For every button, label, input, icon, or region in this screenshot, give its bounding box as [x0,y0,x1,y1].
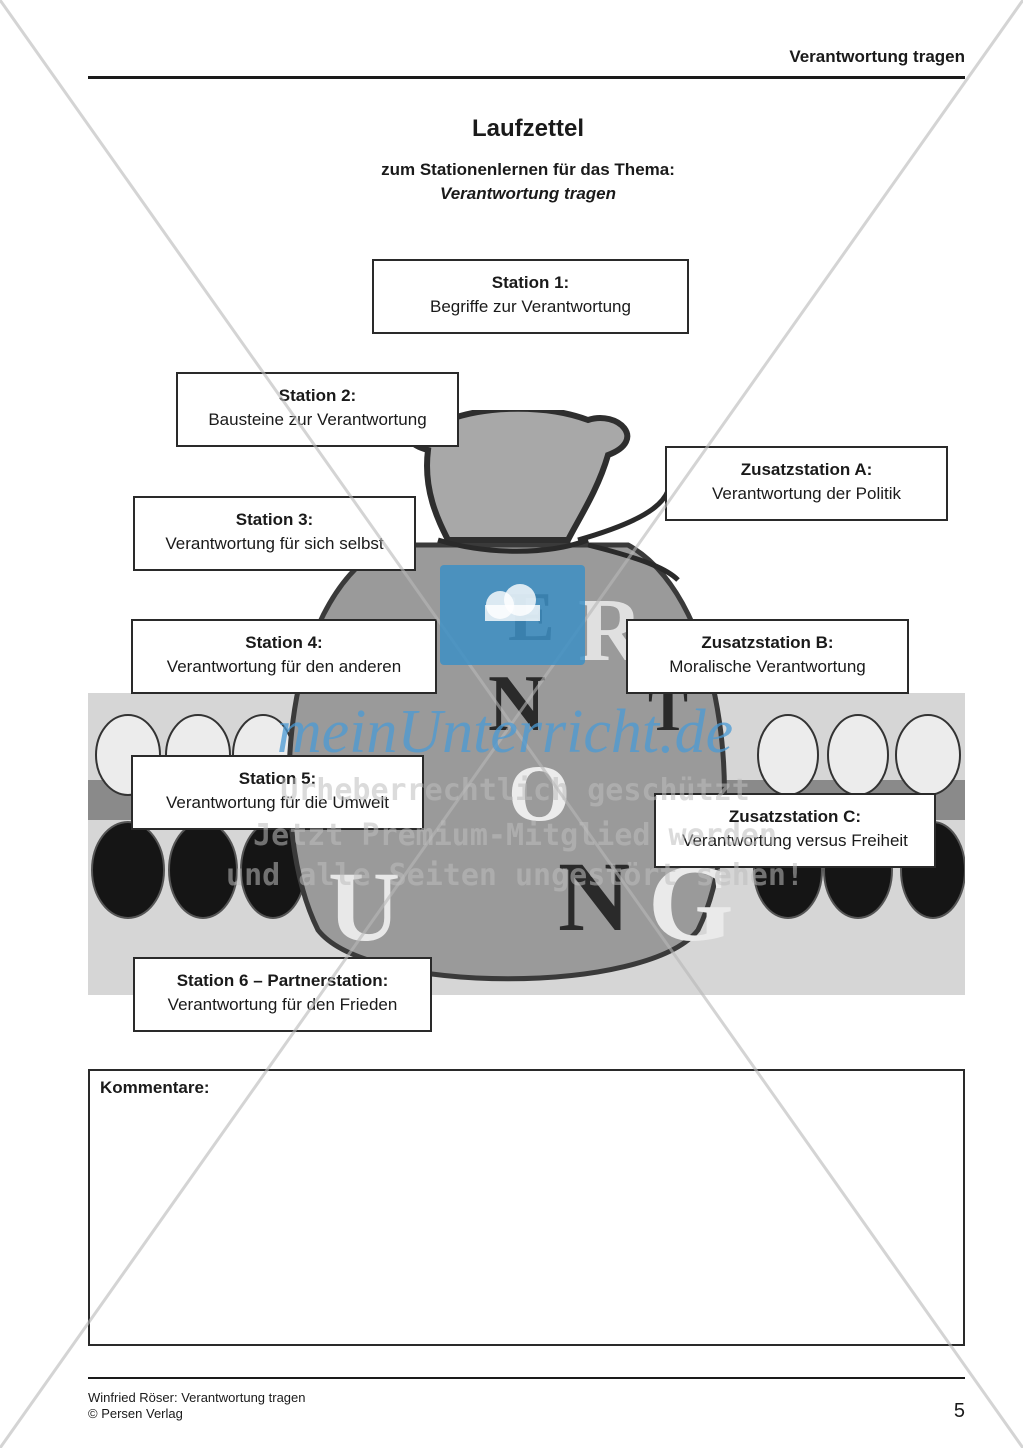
page-number: 5 [953,1400,965,1422]
svg-text:N: N [488,660,546,748]
station-title: Zusatzstation B: [701,633,834,652]
dark-sacks-left [91,821,306,919]
small-sacks-right [757,714,961,796]
footer-publisher: © Persen Verlag [88,1406,183,1421]
svg-text:U: U [328,851,400,962]
station-description: Bausteine zur Verantwortung [208,410,427,429]
svg-text:O: O [508,750,570,838]
station-3-box: Station 3: Verantwortung für sich selbst [133,496,416,571]
station-description: Verantwortung der Politik [712,484,901,503]
station-title: Zusatzstation A: [740,460,873,479]
station-5-box: Station 5: Verantwortung für die Umwelt [131,755,424,830]
station-4-box: Station 4: Verantwortung für den anderen [131,619,437,694]
svg-text:E: E [508,579,555,656]
header-rule [88,76,965,79]
station-2-box: Station 2: Bausteine zur Verantwortung [176,372,459,447]
station-title: Station 2: [278,386,357,405]
zusatzstation-c-box: Zusatzstation C: Verantwortung versus Fr… [654,793,936,868]
station-title: Station 1: [491,273,570,292]
station-description: Verantwortung für die Umwelt [166,793,389,812]
page-title: Laufzettel [471,115,584,142]
station-description: Moralische Verantwortung [669,657,866,676]
station-title: Station 5: [238,769,317,788]
station-title: Station 3: [235,510,314,529]
station-title: Station 6 – Partnerstation: [176,971,389,990]
station-description: Verantwortung für sich selbst [165,534,384,553]
station-title: Station 4: [245,633,323,652]
footer-credits: Winfried Röser: Verantwortung tragen © P… [88,1390,306,1422]
zusatzstation-a-box: Zusatzstation A: Verantwortung der Polit… [665,446,948,521]
svg-text:N: N [558,841,630,952]
running-header: Verantwortung tragen [789,47,965,66]
station-description: Verantwortung für den anderen [166,657,402,676]
station-description: Verantwortung für den Frieden [167,995,398,1014]
page-subtitle: zum Stationenlernen für das Thema: [381,160,675,179]
station-6-box: Station 6 – Partnerstation: Verantwortun… [133,957,432,1032]
station-1-box: Station 1: Begriffe zur Verantwortung [372,259,689,334]
station-title: Zusatzstation C: [728,807,862,826]
footer-rule [88,1377,965,1379]
footer-author: Winfried Röser: Verantwortung tragen [88,1390,306,1405]
comments-box[interactable] [88,1069,965,1346]
station-description: Verantwortung versus Freiheit [682,831,908,850]
zusatzstation-b-box: Zusatzstation B: Moralische Verantwortun… [626,619,909,694]
station-description: Begriffe zur Verantwortung [430,297,631,316]
comments-label: Kommentare: [100,1078,210,1097]
page-topic: Verantwortung tragen [440,184,616,203]
